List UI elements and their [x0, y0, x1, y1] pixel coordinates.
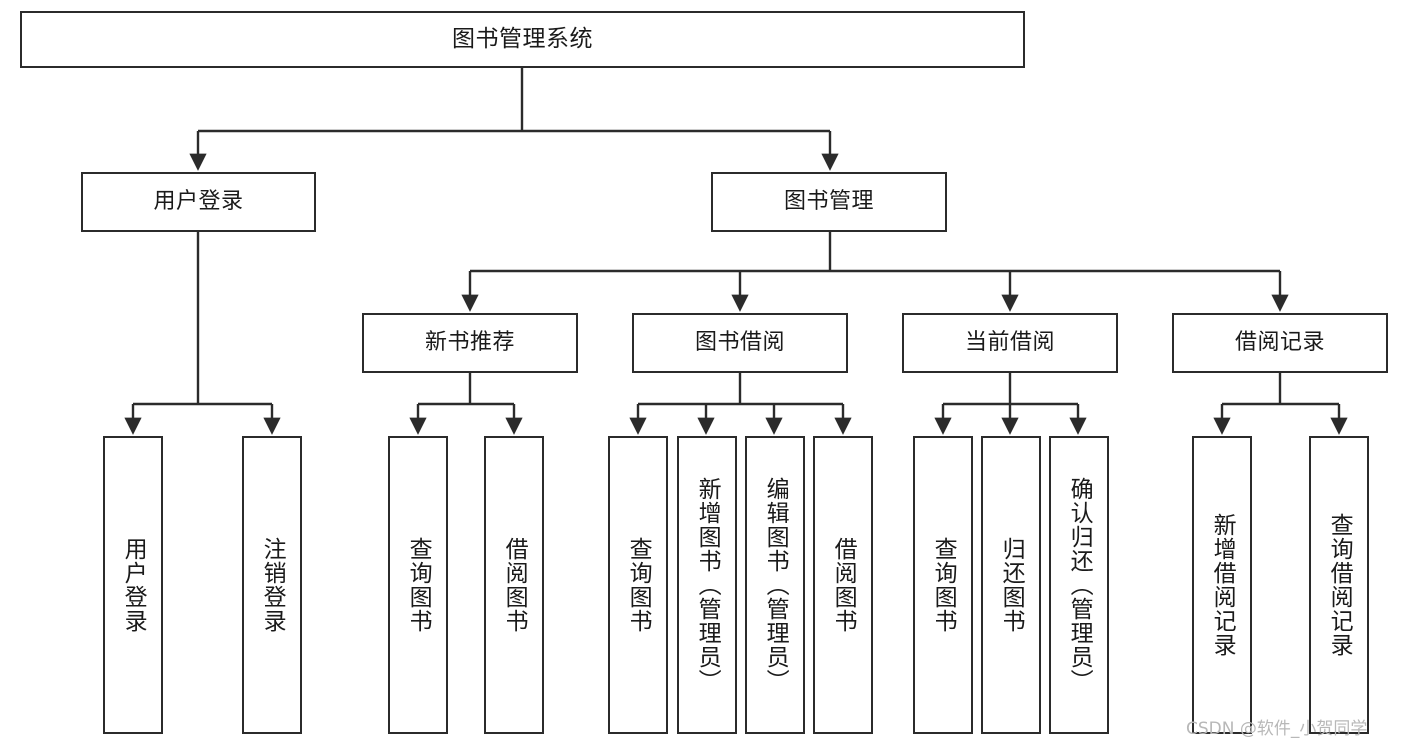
node-leaf-return-book-label: 归还图书	[998, 537, 1025, 633]
node-leaf-borrow-book-1-label: 借阅图书	[501, 537, 528, 633]
node-leaf-borrow-book-2-label: 借阅图书	[830, 537, 857, 633]
node-new-book-recommend-label: 新书推荐	[424, 330, 515, 356]
node-leaf-query-borrow-record-label: 查询借阅记录	[1326, 513, 1353, 657]
node-leaf-confirm-return-admin-label: 确认归还（管理员）	[1066, 477, 1093, 693]
node-borrow-record[interactable]: 借阅记录	[1172, 313, 1388, 373]
node-leaf-add-borrow-record[interactable]: 新增借阅记录	[1192, 436, 1252, 734]
node-borrow-record-label: 借阅记录	[1234, 330, 1325, 356]
node-leaf-logout-login-label: 注销登录	[259, 537, 286, 633]
node-leaf-add-book-admin[interactable]: 新增图书（管理员）	[677, 436, 737, 734]
node-root-label: 图书管理系统	[452, 26, 593, 53]
node-leaf-query-book-3[interactable]: 查询图书	[913, 436, 973, 734]
watermark: CSDN @软件_小贺同学	[1186, 719, 1368, 739]
node-leaf-edit-book-admin[interactable]: 编辑图书（管理员）	[745, 436, 805, 734]
node-leaf-logout-login[interactable]: 注销登录	[242, 436, 302, 734]
node-book-borrow-label: 图书借阅	[694, 330, 785, 356]
node-book-management-label: 图书管理	[783, 189, 874, 215]
node-current-borrow-label: 当前借阅	[964, 330, 1055, 356]
node-user-login[interactable]: 用户登录	[81, 172, 316, 232]
node-current-borrow[interactable]: 当前借阅	[902, 313, 1118, 373]
node-leaf-borrow-book-1[interactable]: 借阅图书	[484, 436, 544, 734]
node-book-management[interactable]: 图书管理	[711, 172, 947, 232]
node-leaf-query-book-2[interactable]: 查询图书	[608, 436, 668, 734]
node-leaf-query-book-2-label: 查询图书	[625, 537, 652, 633]
node-user-login-label: 用户登录	[153, 189, 244, 215]
node-leaf-query-borrow-record[interactable]: 查询借阅记录	[1309, 436, 1369, 734]
node-book-borrow[interactable]: 图书借阅	[632, 313, 848, 373]
node-new-book-recommend[interactable]: 新书推荐	[362, 313, 578, 373]
node-leaf-edit-book-admin-label: 编辑图书（管理员）	[762, 477, 789, 693]
node-leaf-query-book-1[interactable]: 查询图书	[388, 436, 448, 734]
node-leaf-confirm-return-admin[interactable]: 确认归还（管理员）	[1049, 436, 1109, 734]
node-leaf-return-book[interactable]: 归还图书	[981, 436, 1041, 734]
node-leaf-borrow-book-2[interactable]: 借阅图书	[813, 436, 873, 734]
node-leaf-query-book-1-label: 查询图书	[405, 537, 432, 633]
node-leaf-query-book-3-label: 查询图书	[930, 537, 957, 633]
node-leaf-user-login-label: 用户登录	[120, 537, 147, 633]
node-leaf-add-book-admin-label: 新增图书（管理员）	[694, 477, 721, 693]
node-root[interactable]: 图书管理系统	[20, 11, 1025, 68]
node-leaf-add-borrow-record-label: 新增借阅记录	[1209, 513, 1236, 657]
node-leaf-user-login[interactable]: 用户登录	[103, 436, 163, 734]
